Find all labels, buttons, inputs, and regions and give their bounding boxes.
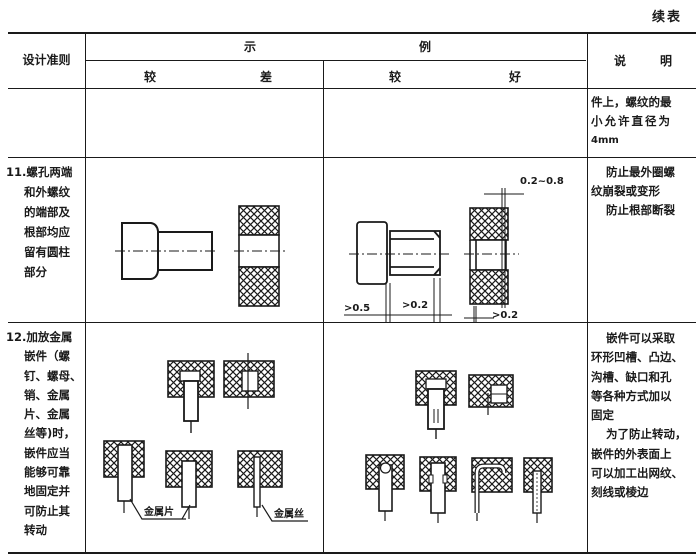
- criterion-line: 12.加放金属: [6, 330, 73, 344]
- screw-with-relief: [356, 221, 441, 285]
- dim-top-label: 0.2~0.8: [520, 176, 564, 187]
- note-line: 防止最外圈螺: [606, 165, 675, 179]
- insert-bolt-grooved: [415, 370, 457, 439]
- header-subdivider: [86, 60, 586, 61]
- header-example-left: 示: [243, 40, 256, 54]
- note-line: 嵌件可以采取: [606, 331, 675, 345]
- insert-pin-notched: [419, 456, 457, 523]
- dim-head-label: >0.5: [344, 303, 370, 314]
- screw-dimension-lines: [344, 278, 452, 322]
- insert-nut-grooved: [468, 374, 514, 415]
- label-leaders: [129, 498, 308, 522]
- insert-wire-knurled: [523, 457, 553, 523]
- column-divider-examples: [323, 60, 324, 553]
- criterion-line: 11.螺孔两端: [6, 165, 73, 179]
- note-line: 防止根部断裂: [606, 203, 675, 217]
- dim-hole-label: >0.2: [492, 310, 518, 321]
- insert-pin-ball: [365, 454, 405, 521]
- criterion-line: 部分: [24, 265, 47, 279]
- nut-dimension-lines: [464, 188, 524, 322]
- header-better-a: 较: [388, 70, 401, 84]
- header-note-b: 明: [659, 54, 672, 68]
- row12-worse-figure: 金属片 金属丝: [103, 353, 308, 522]
- insert-sheet-1: [103, 440, 145, 513]
- row-divider-2: [8, 322, 696, 323]
- header-worse-a: 较: [143, 70, 156, 84]
- criterion-line: 和外螺纹: [24, 185, 70, 199]
- row11-criterion: 11.螺孔两端 和外螺纹 的端部及 根部均应 留有圆柱 部分: [6, 162, 84, 282]
- row-divider-1: [8, 157, 696, 158]
- criterion-line: 留有圆柱: [24, 245, 70, 259]
- criterion-line: 可防止其: [24, 503, 70, 518]
- note-line: 纹崩裂或变形: [591, 184, 660, 198]
- note-line: 环形凹槽、凸边、: [591, 350, 683, 365]
- table-continued-caption: 续表: [651, 10, 682, 25]
- note-line: 固定: [591, 408, 614, 423]
- criterion-line: 能够可靠: [24, 465, 70, 480]
- table-bottom-border: [8, 552, 696, 554]
- note-line: 嵌件的外表面上: [591, 446, 672, 461]
- row11-better-figure: >0.5 >0.2 0.2~0.8 >0.2: [344, 176, 564, 322]
- criterion-line: 钉、螺母、: [24, 368, 82, 383]
- row12-criterion: 12.加放金属 嵌件（螺 钉、螺母、 销、金属 片、金属 丝等)时， 嵌件应当 …: [6, 328, 84, 540]
- header-bottom-border: [8, 88, 696, 89]
- sheet-metal-label: 金属片: [143, 505, 174, 518]
- criterion-line: 根部均应: [24, 225, 70, 239]
- wire-label: 金属丝: [273, 507, 304, 520]
- row11-worse-figure: [115, 205, 286, 307]
- column-divider-criterion: [85, 32, 86, 553]
- criterion-line: 丝等)时，: [24, 426, 76, 441]
- nut-section-without-relief: [238, 205, 280, 307]
- criterion-line: 销、金属: [24, 387, 70, 402]
- note-line: 为了防止转动，: [606, 427, 687, 442]
- note-line: 等各种方式加以: [591, 388, 672, 403]
- insert-pin-bent: [471, 457, 513, 521]
- criterion-line: 的端部及: [24, 205, 70, 219]
- note-line: 刻线或棱边: [591, 485, 649, 500]
- criterion-line: 片、金属: [24, 407, 70, 422]
- criterion-line: 嵌件（螺: [24, 349, 70, 364]
- criterion-line: 地固定并: [24, 484, 70, 499]
- dim-thread-label: >0.2: [402, 300, 428, 311]
- note-line: 件上，螺纹的最: [591, 95, 672, 109]
- row1-note: 件上，螺纹的最 小允许直径为 4mm: [591, 93, 696, 150]
- row11-note: 防止最外圈螺 纹崩裂或变形 防止根部断裂: [591, 163, 696, 220]
- header-example-right: 例: [418, 40, 431, 54]
- column-divider-notes: [587, 32, 588, 553]
- criterion-line: 嵌件应当: [24, 445, 70, 460]
- criterion-line: 转动: [24, 522, 47, 537]
- header-criterion: 设计准则: [22, 53, 71, 67]
- header-note-a: 说: [613, 54, 626, 68]
- insert-nut-plain: [223, 353, 275, 409]
- note-line: 4mm: [591, 135, 619, 146]
- note-line: 沟槽、缺口和孔: [591, 369, 672, 384]
- note-line: 小允许直径为: [591, 114, 672, 128]
- header-better-b: 好: [508, 70, 521, 84]
- row12-note: 嵌件可以采取 环形凹槽、凸边、 沟槽、缺口和孔 等各种方式加以 固定 为了防止转…: [591, 329, 696, 503]
- note-line: 可以加工出网纹、: [591, 466, 683, 481]
- row12-better-figure: [365, 370, 553, 523]
- insert-sheet-2: [165, 450, 213, 519]
- insert-bolt-plain: [167, 360, 215, 433]
- header-worse-b: 差: [259, 70, 272, 84]
- table-top-border: [8, 32, 696, 34]
- insert-wire: [237, 450, 283, 517]
